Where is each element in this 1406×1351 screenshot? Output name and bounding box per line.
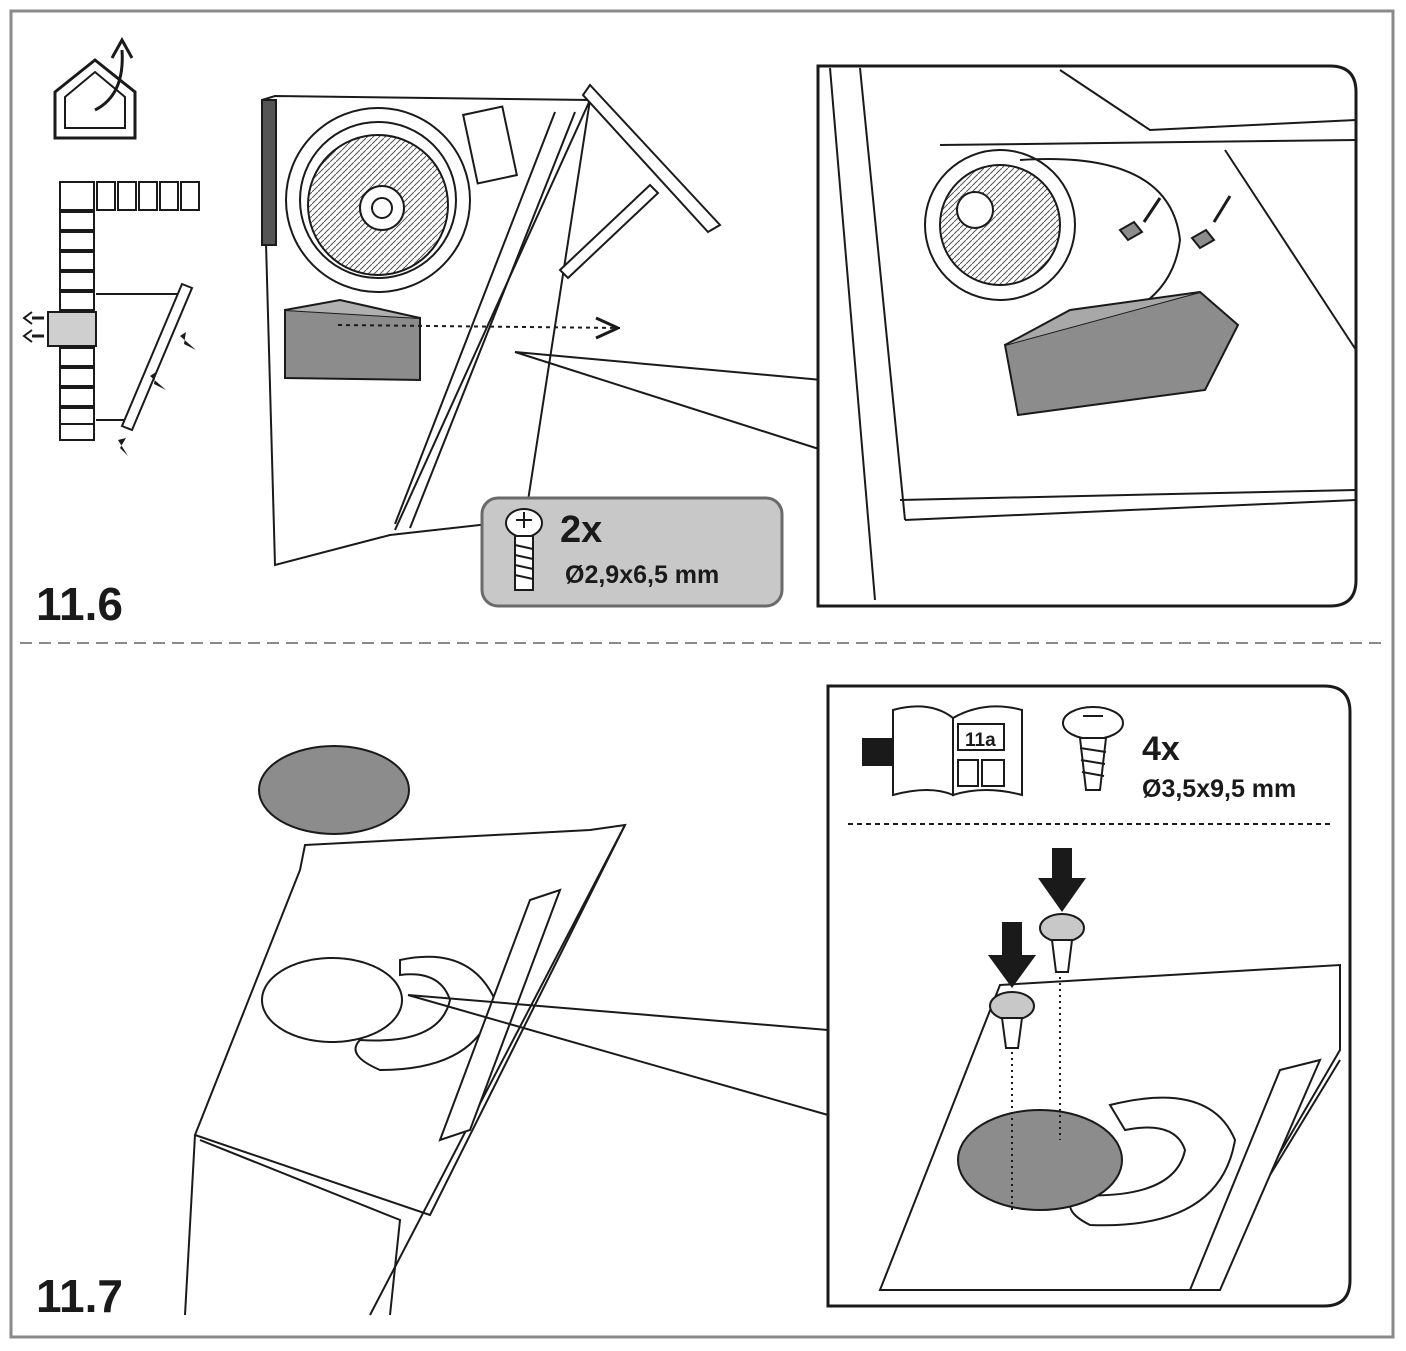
- screw-icon: [505, 508, 543, 591]
- hood-top-view: [184, 823, 627, 1316]
- screw-guide-lines: [1011, 965, 1061, 1210]
- screw-size-2x: Ø2,9x6,5 mm: [565, 561, 719, 589]
- screw-badge-2x: [480, 496, 784, 608]
- callout-lines-11-7: [407, 994, 829, 1116]
- screw-count-2x: 2x: [560, 509, 602, 551]
- screw-count-4x: 4x: [1142, 730, 1180, 768]
- cover-plate: [258, 745, 410, 835]
- manual-ref-label: 11a: [965, 730, 996, 751]
- dotted-guide-line: [337, 324, 621, 329]
- manual-book-icon: [892, 705, 1023, 797]
- wall-brick-icon: [22, 181, 200, 441]
- step-number-11-7: 11.7: [36, 1270, 123, 1322]
- page-frame: [9, 9, 1395, 1339]
- step-number-11-6: 11.6: [36, 578, 123, 630]
- screw-icon: [1062, 706, 1124, 791]
- hood-cross-section: [260, 83, 722, 567]
- callout-lines: [514, 351, 823, 451]
- screw-size-4x: Ø3,5x9,5 mm: [1142, 775, 1296, 803]
- detail-drawing-11-7: [878, 963, 1341, 1291]
- arrow-icon: [595, 316, 619, 340]
- small-arrow-icon: [118, 332, 196, 456]
- screw-icon: [989, 913, 1085, 1049]
- detail-panel-11-6: [816, 64, 1358, 608]
- down-arrow-icon: [988, 848, 1086, 988]
- house-vent-icon: [53, 36, 137, 140]
- cover-plate-installed: [957, 1109, 1123, 1211]
